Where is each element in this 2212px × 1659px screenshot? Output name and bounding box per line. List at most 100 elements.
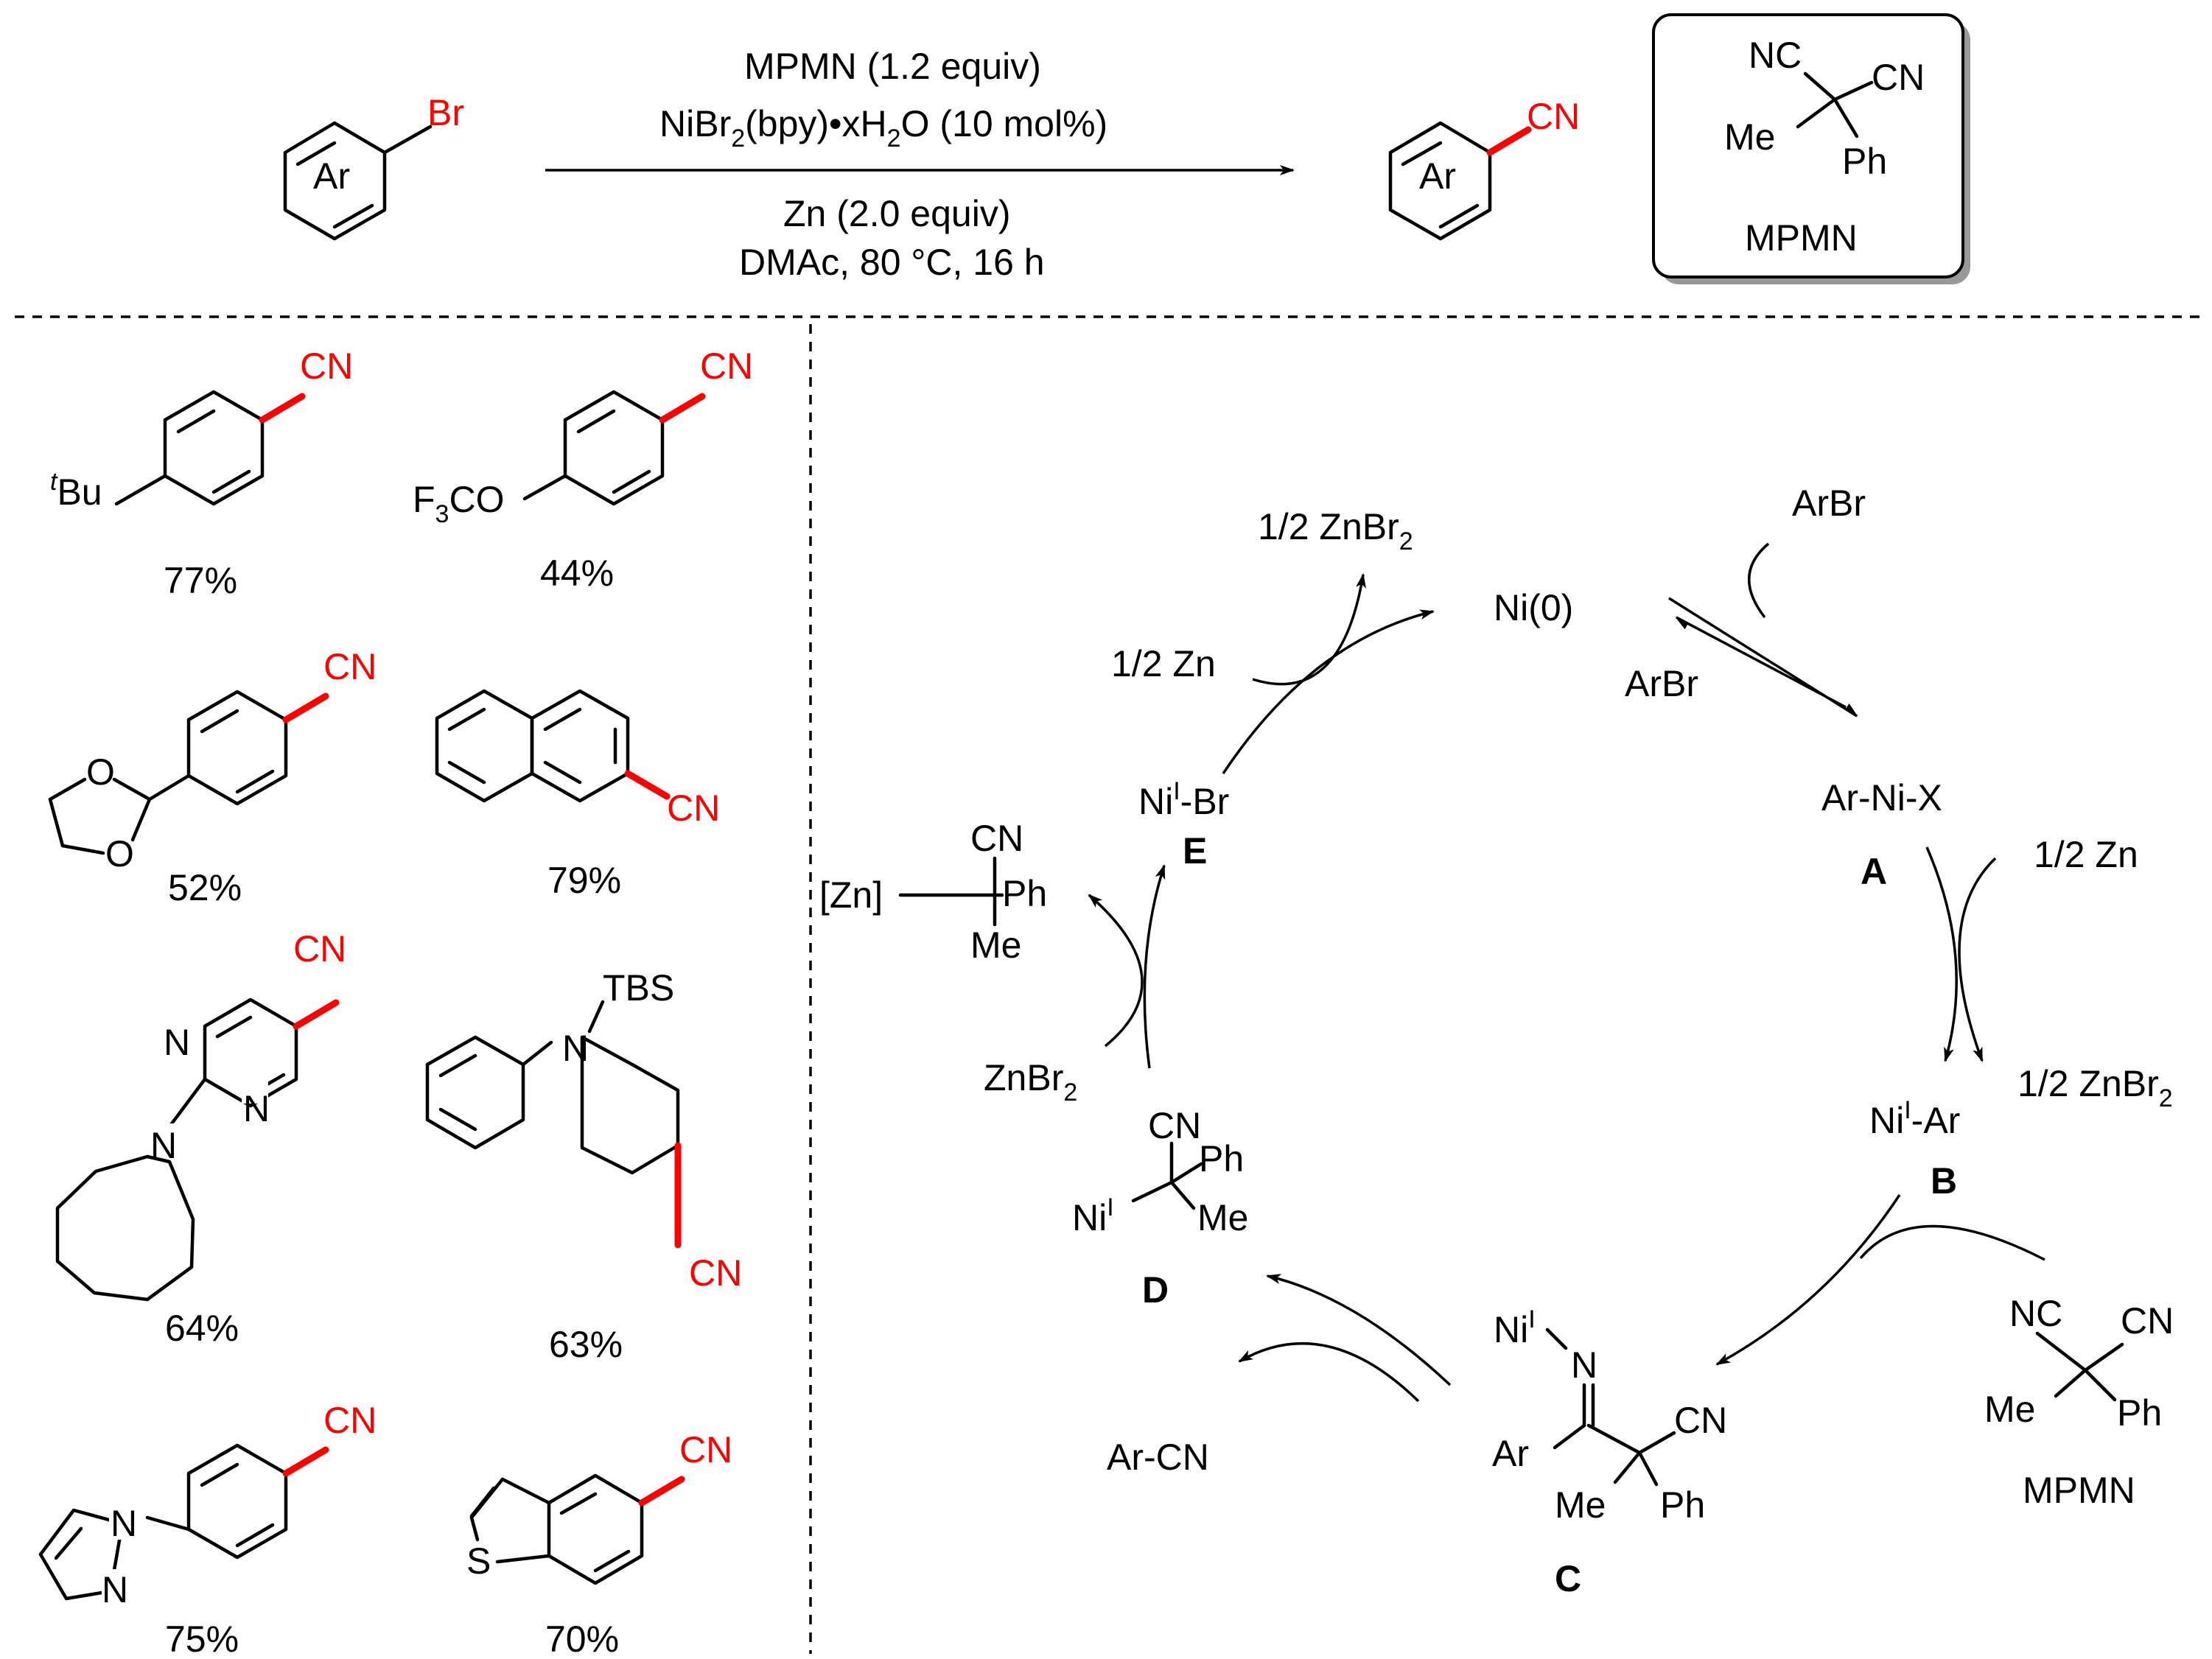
product-ar-label: Ar xyxy=(1419,155,1456,197)
carbazole-n: N xyxy=(562,1028,589,1069)
dioxolane-cn: CN xyxy=(323,646,377,687)
c-label: C xyxy=(1555,1558,1581,1599)
mpmn-box-ph: Ph xyxy=(1842,141,1887,182)
c-ar: Ar xyxy=(1492,1433,1529,1474)
cycle-arcn: Ar-CN xyxy=(1107,1437,1209,1478)
ocf3-cn: CN xyxy=(700,346,753,387)
d-label: D xyxy=(1142,1269,1169,1311)
c-me: Me xyxy=(1555,1484,1606,1526)
cycle-mpmn-cn: CN xyxy=(2121,1300,2174,1341)
mpmn-box-nc: NC xyxy=(1749,35,1802,76)
cycle-half-zn-left: 1/2 Zn xyxy=(1111,643,1216,684)
mpmn-reagent-box: NC CN Me Ph MPMN xyxy=(1652,13,1970,284)
pyrazole-cn: CN xyxy=(323,1400,377,1441)
tbu-substituent: tBu xyxy=(50,468,102,513)
carbazole-cn: CN xyxy=(689,1252,742,1294)
product-carbazole-nitrile: N TBS CN 63% xyxy=(425,967,742,1365)
pyrazole-n2: N xyxy=(102,1569,128,1610)
pyrazole-n1: N xyxy=(111,1503,137,1544)
cycle-mpmn-title: MPMN xyxy=(2023,1470,2135,1511)
intermediate-c: NiI N Ar CN Me Ph C xyxy=(1492,1305,1727,1599)
dioxolane-yield: 52% xyxy=(168,867,242,908)
tbu-yield: 77% xyxy=(164,560,237,601)
product-ocf3-benzonitrile: CN F3CO 44% xyxy=(413,346,753,594)
product-aryl-nitrile: Ar CN xyxy=(1388,96,1580,241)
product-naphthonitrile: CN 79% xyxy=(435,689,720,901)
product-dioxolane-benzonitrile: CN O O 52% xyxy=(48,646,377,908)
zn-complex-me: Me xyxy=(970,925,1021,966)
intermediate-d: CN Ph NiI Me D xyxy=(1072,1105,1248,1311)
a-to-b-arrow xyxy=(1925,846,1958,1062)
a-to-ni0-reverse-arrow xyxy=(1675,616,1847,709)
reagent-line-1: MPMN (1.2 equiv) xyxy=(744,46,1041,87)
b-to-c-arrow xyxy=(1715,1194,1901,1366)
c-cn: CN xyxy=(1674,1400,1727,1441)
znbr2-to-zn-complex-arrow xyxy=(1088,894,1144,1048)
d-ni: NiI xyxy=(1072,1193,1114,1238)
pyrimidine-n1: N xyxy=(164,1022,190,1063)
zn-complex-ph: Ph xyxy=(1002,873,1047,914)
cycle-e-label: E xyxy=(1183,830,1207,871)
cycle-half-znbr2-top: 1/2 ZnBr2 xyxy=(1258,506,1413,555)
pyrimidine-n2: N xyxy=(243,1088,270,1129)
naphthyl-cn: CN xyxy=(667,788,720,829)
product-pyrimidine-nitrile: N N N CN 64% xyxy=(55,928,346,1349)
c-n: N xyxy=(1571,1344,1597,1386)
half-zn-right-arrow xyxy=(1958,857,1997,1062)
d-cn: CN xyxy=(1148,1105,1201,1146)
cycle-e-text: NiI-Br xyxy=(1138,777,1229,822)
cycle-b-text: NiI-Ar xyxy=(1869,1096,1960,1141)
ocf3-substituent: F3CO xyxy=(413,479,504,528)
cycle-half-znbr2-right: 1/2 ZnBr2 xyxy=(2017,1063,2173,1112)
c-ni: NiI xyxy=(1494,1305,1536,1350)
e-to-ni0-arrow xyxy=(1222,609,1435,774)
cycle-mpmn-ph: Ph xyxy=(2117,1392,2162,1434)
pyrimidine-cn: CN xyxy=(293,928,346,969)
benzothiophene-cn: CN xyxy=(679,1429,732,1470)
d-me: Me xyxy=(1197,1197,1248,1238)
tbu-cn: CN xyxy=(300,346,353,387)
pyrazole-yield: 75% xyxy=(165,1618,239,1659)
benzothiophene-s: S xyxy=(466,1540,491,1582)
cycle-mpmn: NC CN Me Ph MPMN xyxy=(1984,1293,2174,1511)
cycle-a-label: A xyxy=(1861,851,1887,892)
pyrimidine-yield: 64% xyxy=(165,1308,239,1349)
benzothiophene-yield: 70% xyxy=(545,1618,619,1659)
cycle-b-label: B xyxy=(1931,1160,1957,1202)
d-ph: Ph xyxy=(1199,1138,1244,1179)
carbazole-tbs: TBS xyxy=(603,967,674,1009)
arbr-in-arrow xyxy=(1748,542,1770,619)
cycle-mpmn-me: Me xyxy=(1984,1389,2035,1430)
reactant-br-label: Br xyxy=(427,92,464,133)
mpmn-box-cn: CN xyxy=(1872,57,1925,98)
cycle-a-text: Ar-Ni-X xyxy=(1821,777,1942,818)
cycle-znbr2: ZnBr2 xyxy=(984,1057,1077,1106)
cycle-half-zn-right: 1/2 Zn xyxy=(2034,834,2138,875)
dioxolane-o1: O xyxy=(86,751,115,793)
c-ph: Ph xyxy=(1660,1484,1705,1526)
half-zn-left-arrow xyxy=(1252,573,1366,686)
cycle-mpmn-nc: NC xyxy=(2009,1293,2062,1334)
mpmn-addition-arrow xyxy=(1859,1224,2045,1261)
reactant-aryl-bromide: Ar Br xyxy=(283,92,464,241)
reactant-ar-label: Ar xyxy=(313,155,350,197)
product-cn-label: CN xyxy=(1527,96,1580,137)
naphthyl-yield: 79% xyxy=(547,860,621,901)
zn-complex-cn: CN xyxy=(970,818,1023,859)
conditions-line-1: Zn (2.0 equiv) xyxy=(783,193,1010,234)
c-to-d-arrow xyxy=(1266,1274,1452,1386)
arcn-release-arrow xyxy=(1238,1342,1420,1403)
ocf3-yield: 44% xyxy=(540,553,614,594)
mpmn-box-title: MPMN xyxy=(1745,217,1858,259)
product-tbu-benzonitrile: CN tBu 77% xyxy=(50,346,353,601)
reagent-line-2: NiBr2(bpy)•xH2O (10 mol%) xyxy=(659,103,1107,152)
zinc-complex: CN [Zn] Ph Me xyxy=(819,818,1047,966)
product-benzothiophene-nitrile: S CN 70% xyxy=(466,1429,732,1659)
conditions-line-2: DMAc, 80 °C, 16 h xyxy=(739,242,1045,283)
cycle-arbr-in: ArBr xyxy=(1792,483,1866,524)
dioxolane-o2: O xyxy=(105,833,134,874)
carbazole-yield: 63% xyxy=(549,1324,623,1365)
zn-complex-zn: [Zn] xyxy=(819,874,883,916)
mpmn-box-me: Me xyxy=(1724,116,1775,158)
